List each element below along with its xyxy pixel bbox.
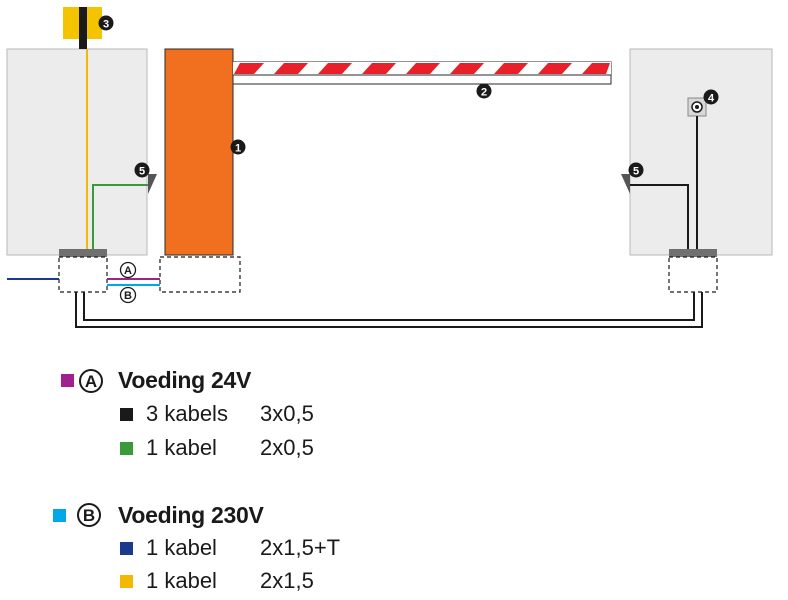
- legend-b-symbol: B: [77, 503, 101, 527]
- legend-b-title: Voeding 230V: [118, 502, 264, 528]
- barrier-boom: [232, 61, 612, 85]
- legend-b-row1-spec: 2x1,5+T: [260, 535, 341, 560]
- boom-stripe: [318, 63, 352, 74]
- marker-2: 2: [476, 83, 492, 99]
- installation-diagram: 1 2 3 4 5 5 A B: [6, 7, 773, 328]
- cable-label-a: A: [119, 261, 137, 279]
- legend-a-row1-swatch: [120, 408, 133, 421]
- legend-a-symbol: A: [79, 369, 103, 393]
- boom-stripe: [450, 63, 484, 74]
- left-photocell: [148, 174, 157, 194]
- legend-a-row1-spec: 3x0,5: [260, 401, 314, 426]
- right-foundation: [668, 256, 718, 293]
- boom-stripe: [362, 63, 396, 74]
- marker-4: 4: [703, 89, 719, 105]
- svg-text:4: 4: [708, 93, 715, 105]
- boom-stripe: [538, 63, 572, 74]
- key-switch: [687, 97, 707, 117]
- warning-light: [63, 7, 102, 49]
- boom-stripe: [234, 63, 264, 74]
- legend-a-row2-spec: 2x0,5: [260, 435, 314, 460]
- legend-a-title: Voeding 24V: [118, 367, 252, 393]
- barrier-foundation: [159, 256, 241, 293]
- boom-stripe: [494, 63, 528, 74]
- cable-black-right: [630, 184, 689, 249]
- svg-text:5: 5: [633, 166, 639, 178]
- legend-a-swatch: [61, 374, 74, 387]
- boom-stripe: [274, 63, 308, 74]
- svg-text:1: 1: [235, 143, 241, 155]
- conduit: [75, 292, 703, 328]
- boom-stripe: [406, 63, 440, 74]
- legend-b-row2-count: 1 kabel: [146, 568, 217, 593]
- svg-text:3: 3: [103, 19, 109, 31]
- right-ground-plate: [669, 249, 717, 257]
- barrier-body: [164, 48, 234, 256]
- legend-a-row1-count: 3 kabels: [146, 401, 228, 426]
- legend-b-row2-swatch: [120, 575, 133, 588]
- svg-text:B: B: [124, 290, 132, 302]
- svg-text:5: 5: [139, 166, 145, 178]
- marker-3: 3: [98, 15, 114, 31]
- marker-5-left: 5: [134, 162, 150, 178]
- legend-b-swatch: [53, 509, 66, 522]
- marker-1: 1: [230, 139, 246, 155]
- left-ground-plate: [59, 249, 107, 257]
- cable-green: [92, 184, 148, 249]
- left-wall: [6, 48, 148, 256]
- legend-b-row1-swatch: [120, 542, 133, 555]
- legend-b-row1-count: 1 kabel: [146, 535, 217, 560]
- legend-a-row2-swatch: [120, 442, 133, 455]
- svg-text:2: 2: [481, 87, 487, 99]
- svg-text:A: A: [124, 265, 132, 277]
- legend-b-row2-spec: 2x1,5: [260, 568, 314, 593]
- legend-a-row2-count: 1 kabel: [146, 435, 217, 460]
- left-foundation: [58, 256, 108, 293]
- cable-label-b: B: [119, 286, 137, 304]
- marker-5-right: 5: [628, 162, 644, 178]
- right-wall: [629, 48, 773, 256]
- right-photocell: [621, 174, 630, 194]
- boom-stripe: [582, 63, 610, 74]
